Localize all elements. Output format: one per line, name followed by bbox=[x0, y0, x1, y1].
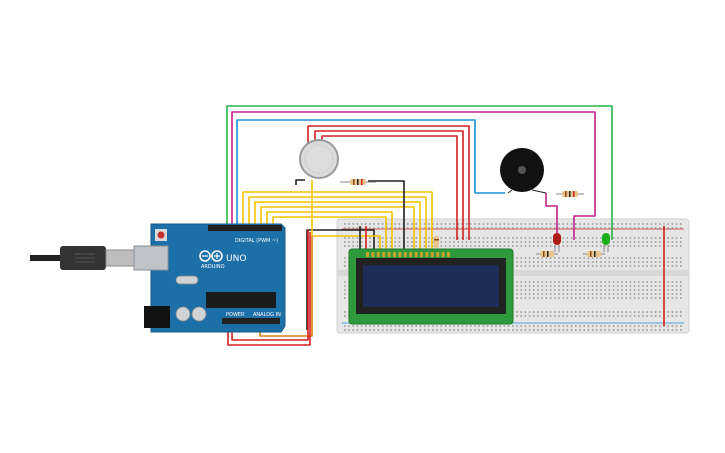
wire-black-3 bbox=[295, 179, 305, 185]
model-text: UNO bbox=[226, 254, 246, 264]
wire-black-1 bbox=[368, 180, 405, 250]
digital-label: DIGITAL (PWM ~) bbox=[235, 238, 278, 244]
arduino-logo-icon bbox=[199, 250, 223, 262]
gas-sensor[interactable] bbox=[299, 139, 339, 179]
gas-sensor-icon bbox=[299, 139, 339, 179]
wire-black-2 bbox=[306, 229, 375, 330]
resistor-red-led[interactable] bbox=[536, 251, 558, 257]
wire-magenta bbox=[231, 111, 596, 240]
resistor-buzzer[interactable] bbox=[556, 191, 584, 197]
wire-orange bbox=[311, 180, 381, 250]
lcd-screen bbox=[363, 265, 499, 307]
wire-magenta-led bbox=[545, 193, 558, 240]
wire-yellow-1 bbox=[242, 191, 433, 250]
wire-black-power bbox=[227, 232, 311, 346]
power-label: POWER bbox=[226, 312, 245, 318]
arduino-uno[interactable]: ARDUINO UNO DIGITAL (PWM ~) POWER ANALOG… bbox=[133, 223, 286, 333]
wire-green bbox=[226, 105, 613, 240]
wire-yellow-3 bbox=[254, 201, 421, 250]
led-icon bbox=[553, 233, 561, 245]
green-led[interactable] bbox=[602, 233, 610, 252]
lcd-16x2[interactable] bbox=[348, 248, 514, 325]
red-led[interactable] bbox=[553, 233, 561, 252]
digital-header[interactable] bbox=[208, 225, 282, 231]
wire-yellow-4 bbox=[260, 206, 415, 250]
power-header[interactable] bbox=[222, 318, 280, 324]
piezo-buzzer[interactable] bbox=[500, 148, 547, 194]
wire-yellow-5 bbox=[266, 211, 393, 250]
resistor-green-led[interactable] bbox=[583, 251, 605, 257]
led-icon bbox=[602, 233, 610, 245]
lcd-pins bbox=[366, 252, 450, 257]
resistor-sensor[interactable] bbox=[340, 179, 376, 185]
resistor-lcd[interactable] bbox=[434, 236, 439, 248]
wire-red-1 bbox=[307, 125, 470, 240]
brand-text: ARDUINO bbox=[201, 264, 225, 270]
wire-yellow-2 bbox=[248, 196, 427, 250]
wire-yellow-6 bbox=[272, 216, 387, 250]
wires[interactable] bbox=[226, 105, 665, 346]
analog-label: ANALOG IN bbox=[253, 312, 281, 318]
microcontroller-chip bbox=[206, 292, 276, 308]
usb-cable[interactable] bbox=[30, 246, 135, 270]
wire-red-2 bbox=[314, 130, 464, 240]
wire-blue bbox=[236, 119, 505, 225]
